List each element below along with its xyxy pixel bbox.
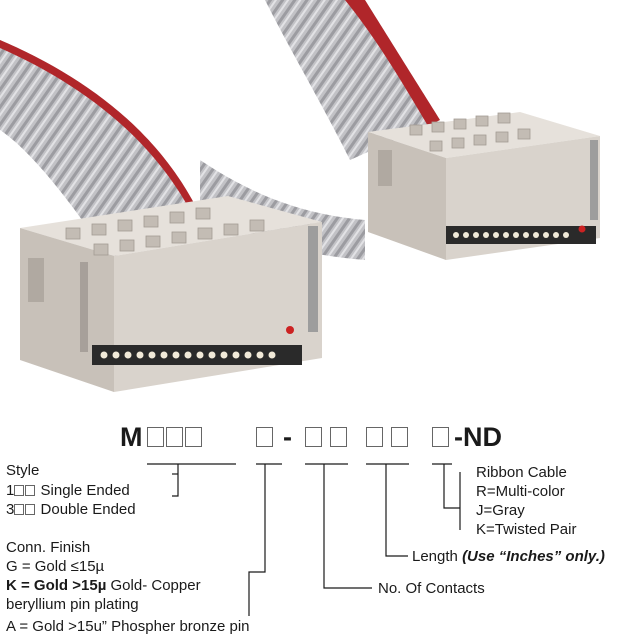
pn-contacts-box <box>330 427 347 447</box>
pn-length-box <box>391 427 408 447</box>
conn-finish-k: K = Gold >15µ Gold- Copper <box>6 577 201 594</box>
style-double-label: Double Ended <box>40 501 136 518</box>
conn-finish-k-code: K = Gold >15µ <box>6 577 107 594</box>
ribbon-cable-assembly-illustration <box>0 0 600 392</box>
conn-finish-a: A = Gold >15u” Phospher bronze pin <box>6 618 250 635</box>
pn-prefix: M <box>120 422 143 452</box>
conn-finish-k-line2: beryllium pin plating <box>6 596 139 613</box>
ribbon-option: J=Gray <box>476 502 525 519</box>
left-connector <box>20 196 322 392</box>
ribbon-heading: Ribbon Cable <box>476 464 567 481</box>
conn-finish-heading: Conn. Finish <box>6 539 91 556</box>
pn-finish-box <box>256 427 273 447</box>
conn-finish-k-rest: Gold- Copper <box>110 577 201 594</box>
ribbon-option: K=Twisted Pair <box>476 521 577 538</box>
placeholder-box <box>14 485 25 496</box>
pn-dash: - <box>283 422 292 452</box>
callout-lines <box>147 463 461 616</box>
style-double-option: 3 Double Ended <box>6 501 136 518</box>
ribbon-cable <box>0 0 440 260</box>
right-connector <box>368 112 600 260</box>
length-option: Length (Use “Inches” only.) <box>412 548 605 565</box>
pn-style-digit-box <box>147 427 164 447</box>
style-single-label: Single Ended <box>40 482 130 499</box>
conn-finish-g: G = Gold ≤15µ <box>6 558 105 575</box>
length-label: Length <box>412 548 458 565</box>
pn-contacts-box <box>305 427 322 447</box>
placeholder-box <box>14 504 25 515</box>
ribbon-option: R=Multi-color <box>476 483 565 500</box>
placeholder-box <box>25 485 36 496</box>
pn-length-box <box>366 427 383 447</box>
pn-ribbon-box <box>432 427 449 447</box>
part-number-diagram: M - -ND Style 1 Single Ended 3 Double En… <box>0 420 640 640</box>
style-single-option: 1 Single Ended <box>6 482 130 499</box>
style-double-code: 3 <box>6 501 15 518</box>
pn-suffix: -ND <box>454 422 502 452</box>
contacts-label: No. Of Contacts <box>378 580 485 597</box>
style-single-code: 1 <box>6 482 15 499</box>
pn-style-digit-box <box>166 427 183 447</box>
pn-finish-box <box>185 427 202 447</box>
length-note: (Use “Inches” only.) <box>462 548 605 565</box>
style-heading: Style <box>6 462 40 479</box>
placeholder-box <box>25 504 36 515</box>
